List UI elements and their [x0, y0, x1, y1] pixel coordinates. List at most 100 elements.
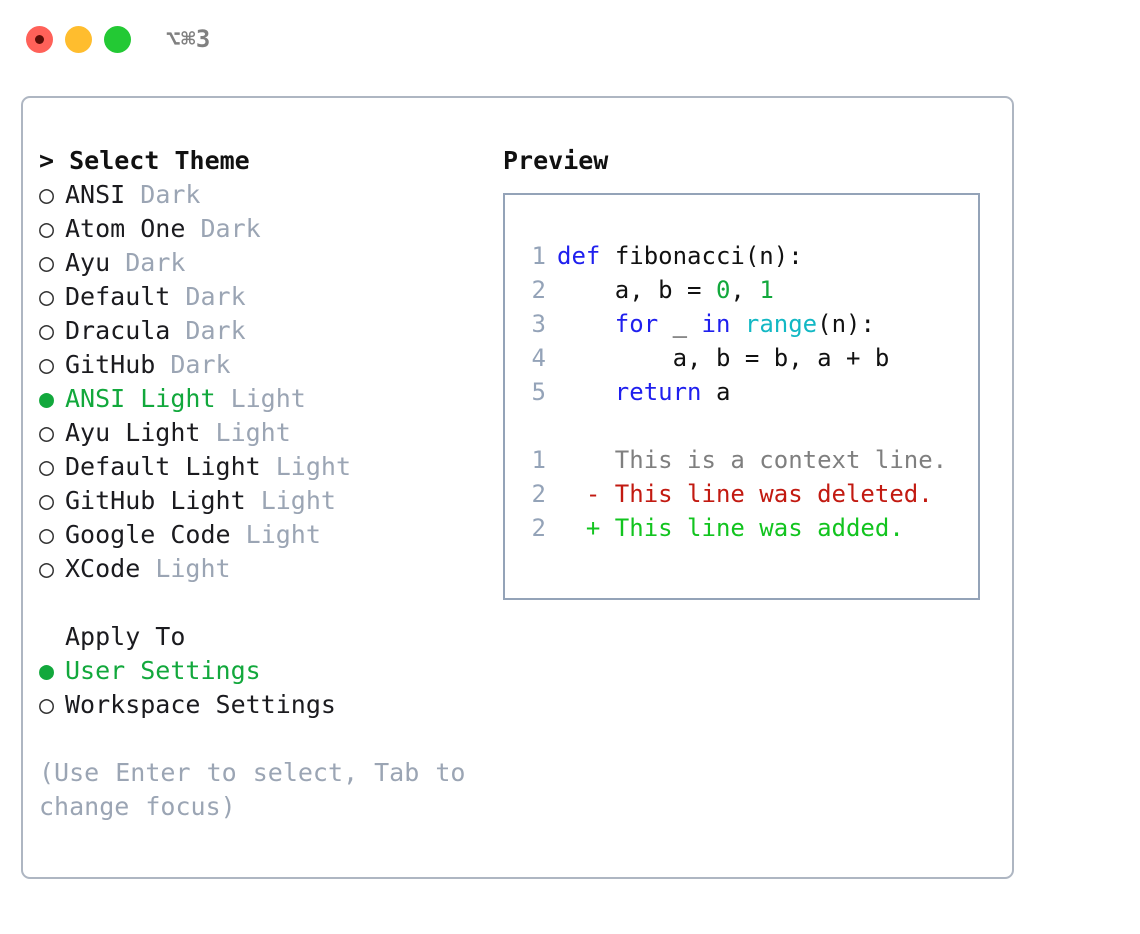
- main-window: > Select Theme ○ANSI Dark○Atom One Dark○…: [21, 96, 1014, 879]
- apply-to-option-row[interactable]: ○Workspace Settings: [39, 688, 503, 722]
- code-diff-gap: [523, 409, 978, 443]
- theme-variant-tag: Light: [155, 554, 231, 583]
- preview-heading: Preview: [503, 146, 609, 175]
- diff-line-text: - This line was deleted.: [557, 477, 933, 511]
- code-token-id: a, b =: [557, 276, 716, 304]
- space: [140, 552, 155, 586]
- theme-option-name: Atom One: [65, 214, 186, 243]
- theme-variant-tag: Dark: [170, 350, 231, 379]
- code-token-fn: range: [744, 310, 818, 338]
- space: [170, 314, 185, 348]
- theme-option-name: Ayu: [65, 248, 111, 277]
- radio-selected-icon[interactable]: ●: [39, 656, 55, 685]
- code-line-text: a, b = 0, 1: [557, 273, 774, 307]
- radio-unselected-icon[interactable]: ○: [39, 214, 55, 243]
- code-line-text: for _ in range(n):: [557, 307, 875, 341]
- theme-option-row[interactable]: ○ Ayu Dark: [39, 246, 503, 280]
- radio-selected-icon[interactable]: ●: [39, 384, 55, 413]
- diff-sample-block: 1 This is a context line.2 - This line w…: [523, 443, 978, 545]
- theme-variant-tag: Dark: [140, 180, 201, 209]
- theme-variant-tag: Light: [275, 452, 351, 481]
- theme-option-list[interactable]: ○ANSI Dark○Atom One Dark○Ayu Dark○Defaul…: [39, 178, 503, 586]
- code-token-id: a: [701, 378, 731, 406]
- theme-variant-tag: Dark: [125, 248, 186, 277]
- theme-selector-pane: > Select Theme ○ANSI Dark○Atom One Dark○…: [23, 144, 503, 824]
- radio-unselected-icon[interactable]: ○: [39, 452, 55, 481]
- theme-variant-tag: Light: [230, 384, 306, 413]
- code-line-text: return a: [557, 375, 731, 409]
- close-window-icon[interactable]: [26, 25, 53, 53]
- diff-line: 1 This is a context line.: [523, 443, 978, 477]
- code-token-punc: (n):: [744, 242, 803, 270]
- diff-line-number: 2: [531, 480, 546, 508]
- theme-option-row[interactable]: ○ GitHub Dark: [39, 348, 503, 382]
- theme-option-row[interactable]: ○GitHub Light Light: [39, 484, 503, 518]
- radio-unselected-icon[interactable]: ○: [39, 316, 55, 345]
- code-line-number: 5: [531, 378, 546, 406]
- theme-variant-tag: Light: [245, 520, 321, 549]
- radio-unselected-icon[interactable]: ○: [39, 690, 55, 719]
- space: [246, 484, 261, 518]
- theme-option-row[interactable]: ●ANSI Light Light: [39, 382, 503, 416]
- code-token-kw: def: [557, 242, 601, 270]
- radio-unselected-icon[interactable]: ○: [39, 554, 55, 583]
- code-line: 1 def fibonacci(n):: [523, 239, 978, 273]
- theme-option-row[interactable]: ○Default Dark: [39, 280, 503, 314]
- radio-unselected-icon[interactable]: ○: [39, 520, 55, 549]
- code-token-punc: [730, 310, 744, 338]
- theme-option-name: ANSI: [65, 180, 126, 209]
- diff-line-content: This line was added.: [614, 514, 904, 542]
- diff-line-text: This is a context line.: [557, 443, 947, 477]
- theme-option-row[interactable]: ○Atom One Dark: [39, 212, 503, 246]
- theme-option-name: Dracula: [65, 316, 171, 345]
- keyboard-shortcut-label: ⌥⌘3: [166, 25, 211, 53]
- theme-option-row[interactable]: ○Default Light Light: [39, 450, 503, 484]
- code-line-number: 2: [531, 276, 546, 304]
- space: [185, 212, 200, 246]
- space: [125, 178, 140, 212]
- theme-option-row[interactable]: ○ ANSI Dark: [39, 178, 503, 212]
- apply-to-heading: Apply To: [65, 622, 186, 651]
- code-token-num: 0: [715, 276, 731, 304]
- space: [231, 518, 246, 552]
- theme-variant-tag: Dark: [185, 316, 246, 345]
- theme-option-name: GitHub: [65, 350, 156, 379]
- diff-line-text: + This line was added.: [557, 511, 904, 545]
- diff-line: 2 - This line was deleted.: [523, 477, 978, 511]
- radio-unselected-icon[interactable]: ○: [39, 486, 55, 515]
- window-titlebar: ⌥⌘3: [0, 0, 1140, 78]
- radio-unselected-icon[interactable]: ○: [39, 350, 55, 379]
- space: [261, 450, 276, 484]
- radio-unselected-icon[interactable]: ○: [39, 418, 55, 447]
- code-line-number: 1: [531, 242, 546, 270]
- theme-option-row[interactable]: ○Ayu Light Light: [39, 416, 503, 450]
- apply-to-option-list[interactable]: ●User Settings○Workspace Settings: [39, 654, 503, 722]
- traffic-lights: [26, 25, 131, 53]
- code-token-kw: in: [701, 310, 731, 338]
- diff-marker: [557, 446, 615, 474]
- radio-unselected-icon[interactable]: ○: [39, 248, 55, 277]
- maximize-window-icon[interactable]: [104, 25, 131, 53]
- select-theme-heading: > Select Theme: [39, 146, 250, 175]
- code-token-id: a, b = b, a + b: [557, 344, 890, 372]
- code-token-punc: ,: [730, 276, 760, 304]
- theme-variant-tag: Dark: [185, 282, 246, 311]
- code-token-id: _: [658, 310, 702, 338]
- diff-line-number: 2: [531, 514, 546, 542]
- theme-option-name: Google Code: [65, 520, 231, 549]
- code-token-id: fibonacci: [614, 242, 745, 270]
- code-token-kw: for: [614, 310, 659, 338]
- code-line-text: a, b = b, a + b: [557, 341, 890, 375]
- theme-option-row[interactable]: ○XCode Light: [39, 552, 503, 586]
- radio-unselected-icon[interactable]: ○: [39, 180, 55, 209]
- theme-option-row[interactable]: ○ Google Code Light: [39, 518, 503, 552]
- diff-line-number: 1: [531, 446, 546, 474]
- minimize-window-icon[interactable]: [65, 25, 92, 53]
- theme-option-row[interactable]: ○ Dracula Dark: [39, 314, 503, 348]
- code-line: 5 return a: [523, 375, 978, 409]
- code-line: 2 a, b = 0, 1: [523, 273, 978, 307]
- recording-dot-icon: [35, 34, 44, 44]
- apply-to-option-row[interactable]: ●User Settings: [39, 654, 503, 688]
- radio-unselected-icon[interactable]: ○: [39, 282, 55, 311]
